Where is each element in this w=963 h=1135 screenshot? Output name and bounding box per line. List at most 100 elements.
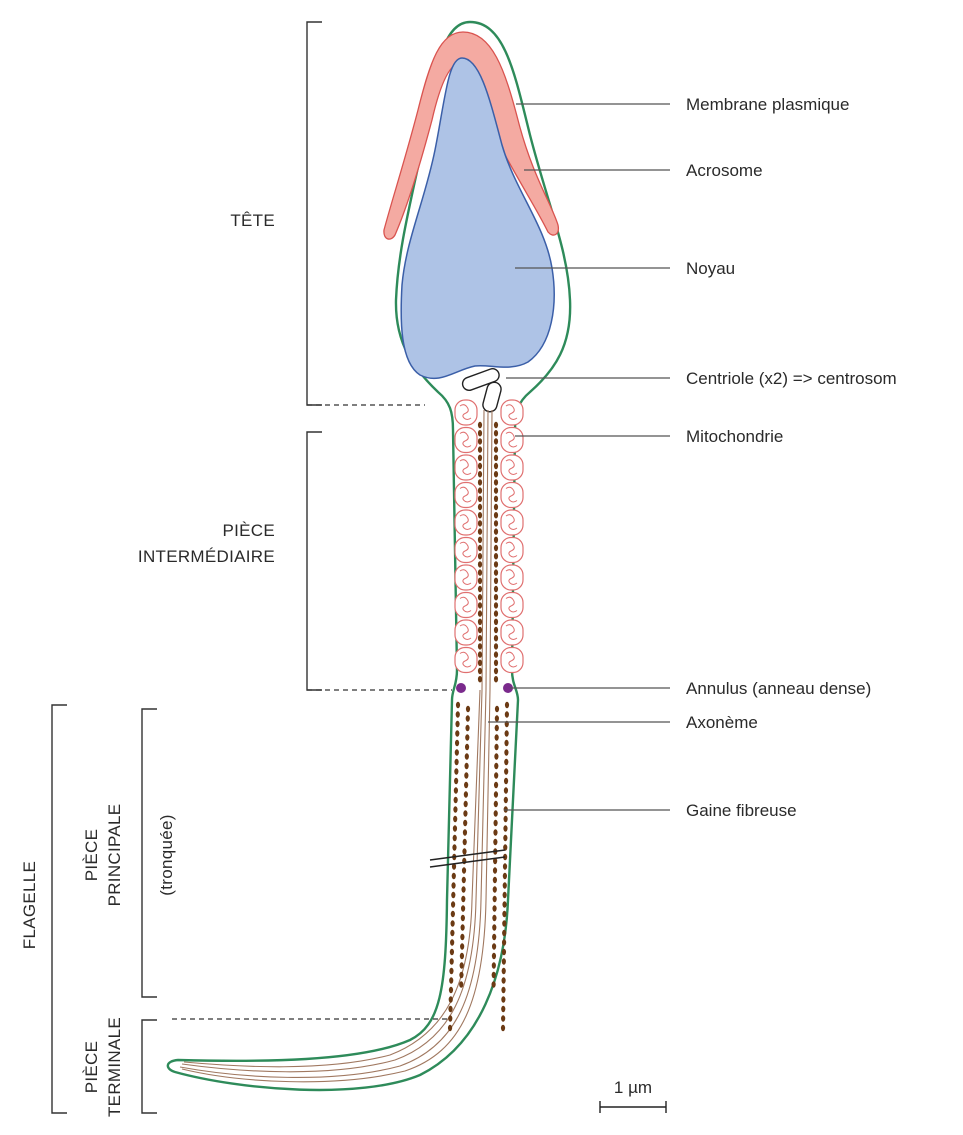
label-noyau: Noyau [686,259,735,278]
fiber-dot [449,987,453,993]
fiber-dot [465,725,469,731]
fiber-dot [478,627,482,633]
fiber-dot [494,471,498,477]
fiber-dot [461,924,465,930]
fiber-dot [455,749,459,755]
fiber-dot [492,962,496,968]
label-membrane: Membrane plasmique [686,95,849,114]
fiber-dot [505,730,509,736]
label-acrosome: Acrosome [686,161,763,180]
fiber-dot [478,430,482,436]
fiber-dot [494,801,498,807]
bracket-piece-terminale [142,1020,157,1113]
mitochondrion [501,620,523,645]
fiber-dot [501,1006,505,1012]
fiber-dot [494,455,498,461]
fiber-dot [494,561,498,567]
section-intermediaire-2: INTERMÉDIAIRE [138,547,275,566]
bracket-piece-intermediaire [307,432,322,690]
fiber-dot [495,725,499,731]
fiber-dot [478,504,482,510]
fiber-dot [478,569,482,575]
mitochondrion [455,483,477,508]
mitochondrion [455,455,477,480]
fiber-dot [448,1025,452,1031]
fiber-dot [478,537,482,543]
fiber-dot [449,996,453,1002]
fiber-dot [494,619,498,625]
fiber-dot [460,934,464,940]
mitochondrion [501,400,523,425]
fiber-dot [492,953,496,959]
fiber-dot [454,778,458,784]
fiber-dot [494,446,498,452]
fiber-dot [464,791,468,797]
fiber-dot [461,905,465,911]
fiber-dot [453,825,457,831]
bracket-flagelle [52,705,67,1113]
fiber-dot [452,844,456,850]
fiber-dot [502,911,506,917]
fiber-dot [462,867,466,873]
fiber-dot [494,569,498,575]
fiber-dot [502,901,506,907]
fiber-dot [502,920,506,926]
fiber-dot [478,479,482,485]
fiber-dot [494,635,498,641]
fiber-dot [494,545,498,551]
mitochondrion [455,620,477,645]
fiber-dot [478,676,482,682]
fiber-dot [463,829,467,835]
bracket-piece-principale [142,709,157,997]
fiber-dot [494,668,498,674]
fiber-dot [478,594,482,600]
label-axoneme: Axonème [686,713,758,732]
fiber-dot [501,1015,505,1021]
fiber-dot [494,782,498,788]
fiber-dot [504,749,508,755]
fiber-dot [449,977,453,983]
mitochondrion [455,510,477,535]
fiber-dot [495,706,499,712]
fiber-dot [494,422,498,428]
mitochondrion [501,428,523,453]
fiber-dot [454,759,458,765]
fiber-dot [502,958,506,964]
mitochondrion [455,565,477,590]
fiber-dot [466,706,470,712]
fiber-dot [493,886,497,892]
fiber-dot [450,930,454,936]
fiber-dot [505,702,509,708]
fiber-dot [478,619,482,625]
fiber-dot [451,901,455,907]
fiber-dot [461,915,465,921]
fiber-dot [492,905,496,911]
fiber-dot [461,886,465,892]
fiber-dot [504,797,508,803]
fiber-dot [478,455,482,461]
mitochondrion [501,565,523,590]
fiber-dot [459,981,463,987]
fiber-dot [451,911,455,917]
fiber-dot [492,972,496,978]
fiber-dot [465,734,469,740]
fiber-dot [451,882,455,888]
fiber-dot [493,896,497,902]
fiber-dot [503,882,507,888]
fiber-dot [478,668,482,674]
fiber-dot [502,930,506,936]
fiber-dot [502,968,506,974]
fiber-dot [455,740,459,746]
section-principale-2: PRINCIPALE [105,804,124,907]
fiber-dot [494,772,498,778]
fiber-dot [478,487,482,493]
fiber-dot [503,825,507,831]
fiber-dot [451,920,455,926]
fiber-dot [478,578,482,584]
fiber-dot [493,839,497,845]
fiber-dot [448,1015,452,1021]
label-mitochondrie: Mitochondrie [686,427,783,446]
fiber-dot [450,958,454,964]
fiber-dot [464,772,468,778]
